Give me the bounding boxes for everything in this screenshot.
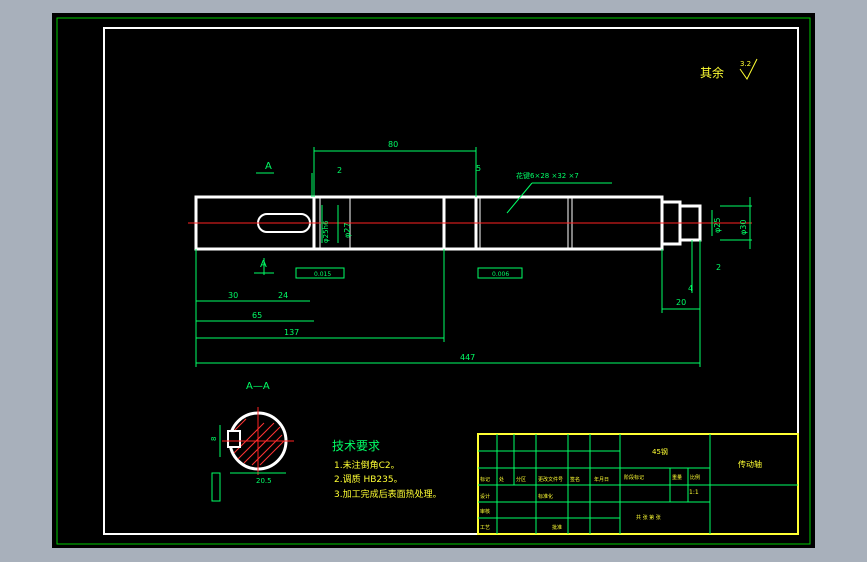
dim-phi27: φ27 [343, 223, 352, 238]
part-name: 传动轴 [738, 459, 762, 469]
roughness-value: 3.2 [740, 60, 751, 68]
dim-5: 5 [476, 164, 481, 173]
title-block: 45钢 传动轴 1:1 标记 处 分区 更改文件号 签名 年月日 设计 标准化 … [477, 433, 799, 535]
tech-item-2: 2.调质 HB235。 [334, 473, 403, 485]
label-biaoji: 标记 [480, 476, 490, 483]
section-label-bottom: A [260, 259, 267, 270]
label-chu: 处 [499, 476, 504, 483]
label-sheet: 共 张 第 张 [636, 514, 661, 521]
dim-24: 24 [278, 291, 288, 300]
label-qianming: 签名 [570, 476, 580, 483]
dim-20: 20 [676, 298, 686, 307]
label-biaozhun: 标准化 [538, 493, 553, 500]
tolerance-value-2: 0.006 [492, 271, 509, 278]
tolerance-value-1: 0.015 [314, 271, 331, 278]
label-zhongliang: 重量 [672, 474, 682, 481]
dim-4: 4 [688, 284, 693, 293]
section-label-top: A [265, 161, 272, 172]
dim-65: 65 [252, 311, 262, 320]
label-jieduan: 阶段标记 [624, 474, 644, 481]
dimension-lines [195, 147, 752, 367]
dim-137: 137 [284, 328, 299, 337]
section-dim: 20.5 [256, 477, 272, 485]
cad-viewport: 其余 3.2 [52, 13, 815, 548]
tolerance-frames: 0.015 0.006 [295, 267, 523, 279]
section-view-title: A—A [246, 381, 270, 392]
dim-30: 30 [228, 291, 238, 300]
tech-title: 技术要求 [332, 439, 380, 453]
label-sheji: 设计 [480, 493, 490, 500]
drawing-canvas: 其余 3.2 [56, 17, 811, 545]
label-riqi: 年月日 [594, 476, 609, 483]
dim-80: 80 [388, 140, 398, 149]
label-gengai: 更改文件号 [538, 476, 563, 483]
inner-border [103, 27, 799, 535]
tech-requirements: 技术要求 1.未注倒角C2。 2.调质 HB235。 3.加工完成后表面热处理。 [332, 439, 442, 500]
outer-frame [56, 17, 811, 545]
dim-2-right: 2 [716, 263, 721, 272]
tech-item-1: 1.未注倒角C2。 [334, 459, 400, 471]
spline-note: 花键6×28 ×32 ×7 [516, 171, 579, 180]
material: 45钢 [652, 447, 668, 456]
dim-phi25-left: φ25h6 [322, 220, 330, 243]
dim-447: 447 [460, 353, 475, 362]
tech-item-3: 3.加工完成后表面热处理。 [334, 488, 442, 500]
label-fenqu: 分区 [516, 476, 526, 483]
label-shenhe: 审核 [480, 508, 490, 515]
label-gongyi: 工艺 [480, 525, 490, 531]
label-pizhun: 批准 [552, 524, 562, 531]
scale: 1:1 [689, 489, 699, 496]
section-view: 20.5 8 [210, 407, 294, 502]
dim-2-top: 2 [337, 166, 342, 175]
key-dim: 8 [210, 437, 218, 441]
dim-phi30: φ30 [739, 220, 748, 235]
roughness-note: 其余 [700, 65, 724, 80]
roughness-symbol-icon [739, 58, 758, 80]
label-bili: 比例 [690, 474, 700, 481]
dim-phi25-right: φ25 [713, 218, 722, 233]
